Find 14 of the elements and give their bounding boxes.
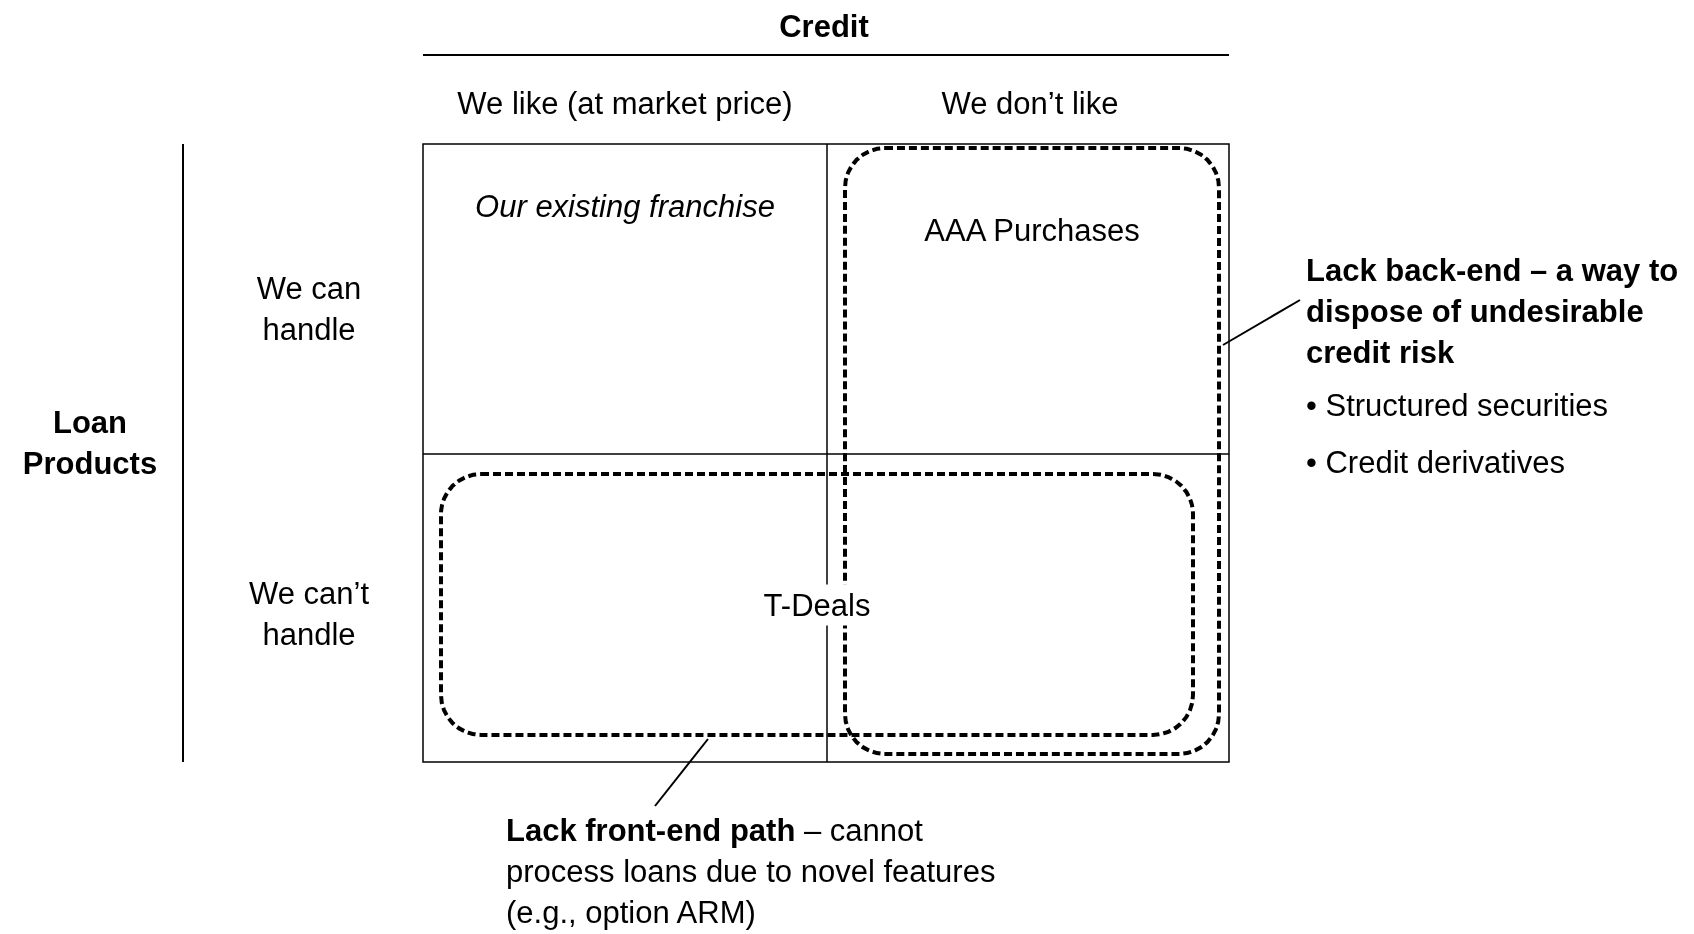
dashed-region: [439, 472, 1195, 737]
column-header: We like (at market price): [456, 85, 794, 123]
quadrant-label: Our existing franchise: [474, 188, 776, 226]
leader-line: [654, 738, 709, 807]
bullet-item: • Credit derivatives: [1306, 444, 1566, 482]
row-header: We can handle: [255, 270, 363, 349]
leader-line: [1222, 299, 1301, 346]
bullet-item: • Structured securities: [1306, 387, 1610, 425]
axis-title: Credit: [778, 8, 870, 46]
axis-title: Loan Products: [21, 404, 159, 483]
callout-heading: Lack back-end – a way to dispose of undesirable credit risk: [1306, 252, 1680, 372]
row-header: We can’t handle: [247, 575, 370, 654]
column-header: We don’t like: [940, 85, 1120, 123]
callout-text: Lack front-end path – cannot process loans due to novel features (e.g., option ARM): [506, 812, 997, 932]
